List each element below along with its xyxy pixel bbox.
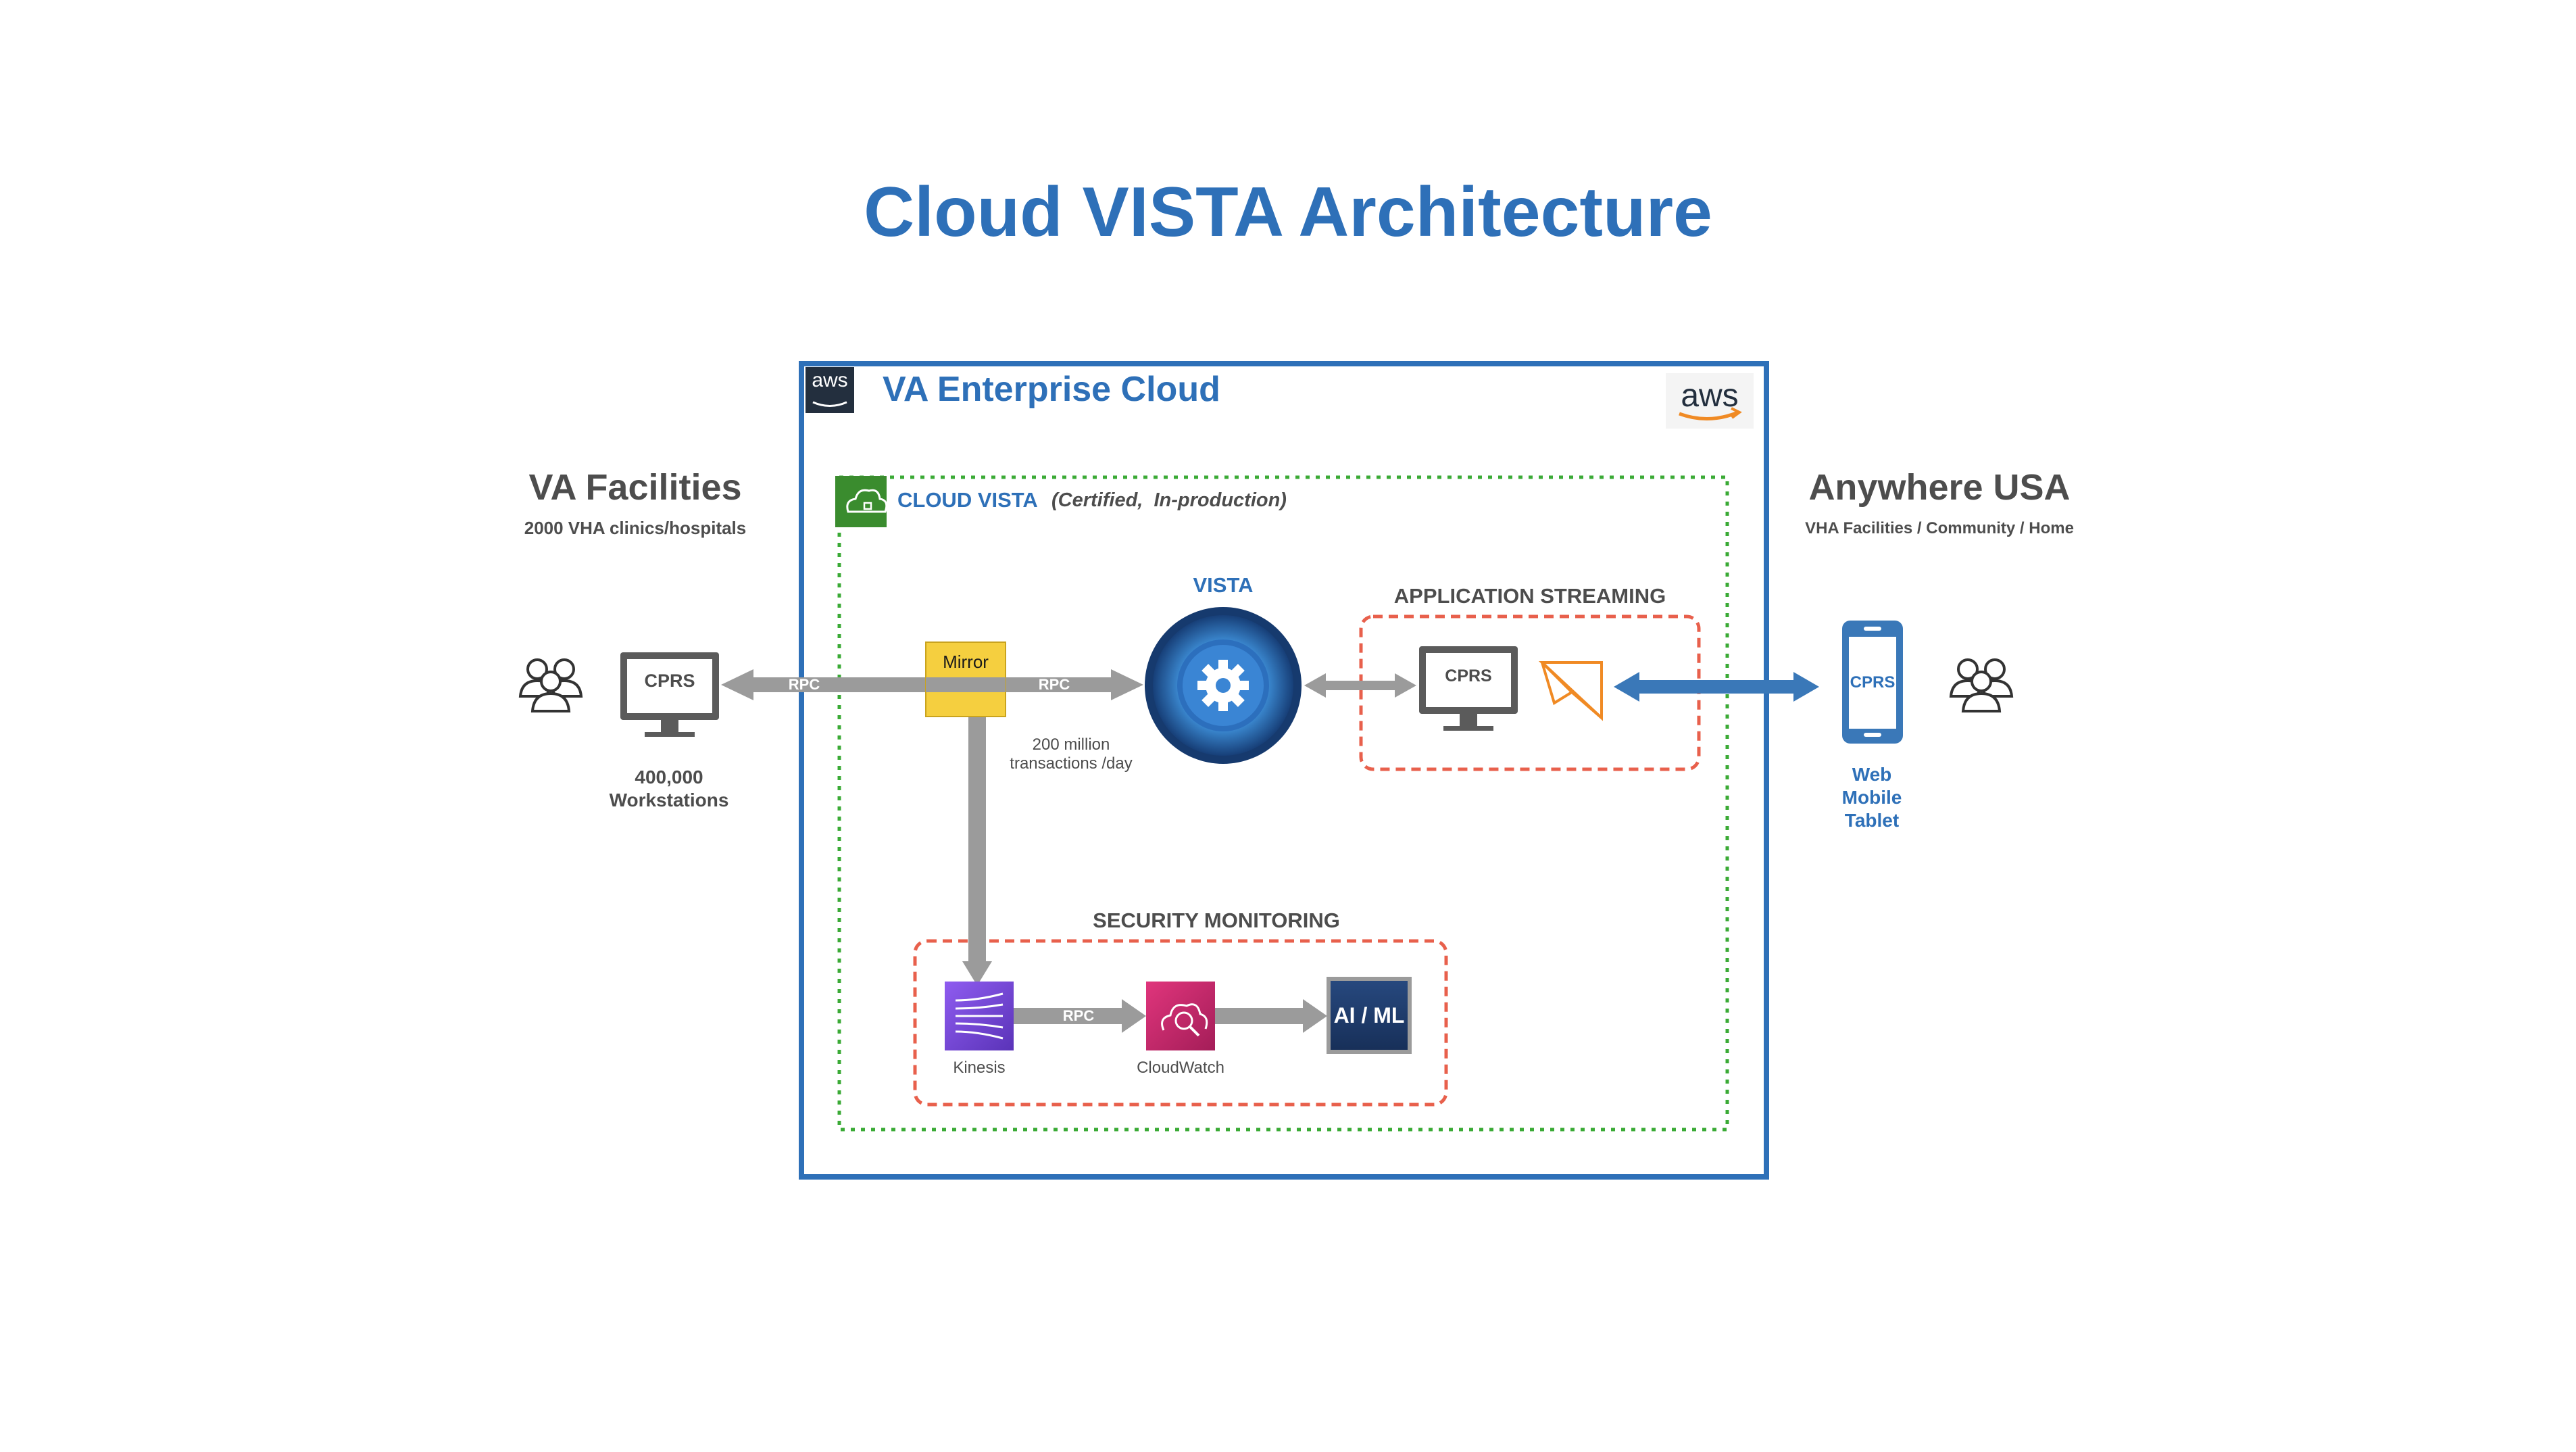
left-monitor-label: CPRS <box>644 671 695 691</box>
workstations-label: Workstations <box>609 790 729 810</box>
kinesis-cloudwatch-arrow <box>1014 999 1146 1033</box>
cloud-lock-icon <box>835 476 887 527</box>
rpc-right-label: RPC <box>1038 676 1070 693</box>
transactions-label: transactions /day <box>1010 754 1133 773</box>
streaming-monitor-label: CPRS <box>1445 667 1492 685</box>
aiml-box <box>1327 977 1412 1054</box>
security-frame <box>913 939 1448 1107</box>
cloud-vista-title: CLOUD VISTA <box>897 488 1038 512</box>
cloudwatch-icon <box>1146 982 1215 1050</box>
appstream-icon <box>1538 661 1603 721</box>
cloudwatch-label: CloudWatch <box>1137 1059 1224 1077</box>
kinesis-icon <box>945 982 1014 1050</box>
cloud-vista-note: (Certified, In-production) <box>1051 489 1287 511</box>
cloudwatch-aiml-arrow <box>1215 999 1327 1033</box>
workstation-monitor-icon <box>620 652 719 737</box>
mirror-label: Mirror <box>943 652 989 672</box>
streaming-phone-arrow <box>1614 672 1819 702</box>
enterprise-cloud-frame <box>799 361 1769 1180</box>
vista-label: VISTA <box>1193 573 1254 597</box>
mirror-branch-arrow <box>958 683 986 963</box>
anywhere-usa-subheading: VHA Facilities / Community / Home <box>1805 519 2074 537</box>
streaming-title: APPLICATION STREAMING <box>1393 584 1666 608</box>
workstations-count: 400,000 <box>635 767 703 788</box>
rpc-bottom-label: RPC <box>1062 1007 1095 1024</box>
people-icon-left <box>518 658 583 712</box>
vista-gear-icon <box>1145 607 1302 764</box>
aws-logo-text: aws <box>1681 378 1739 414</box>
va-facilities-subheading: 2000 VHA clinics/hospitals <box>524 518 747 538</box>
device-mobile: Mobile <box>1841 787 1902 808</box>
streaming-monitor-icon <box>1419 646 1518 731</box>
anywhere-usa-heading: Anywhere USA <box>1808 467 2071 508</box>
rpc-left-label: RPC <box>788 676 820 693</box>
kinesis-label: Kinesis <box>953 1059 1006 1077</box>
phone-icon <box>1842 621 1903 744</box>
aiml-label: AI / ML <box>1333 1003 1405 1027</box>
page-title: Cloud VISTA Architecture <box>864 173 1712 251</box>
vista-streaming-arrow <box>1304 673 1416 698</box>
enterprise-cloud-title: VA Enterprise Cloud <box>883 370 1220 409</box>
va-facilities-heading: VA Facilities <box>528 467 742 508</box>
device-tablet: Tablet <box>1844 810 1900 831</box>
phone-label: CPRS <box>1850 673 1896 692</box>
aws-badge-text: aws <box>812 369 848 391</box>
transactions-count: 200 million <box>1032 735 1110 754</box>
security-title: SECURITY MONITORING <box>1093 909 1340 932</box>
people-icon-right <box>1949 658 2014 712</box>
device-web: Web <box>1852 764 1892 785</box>
